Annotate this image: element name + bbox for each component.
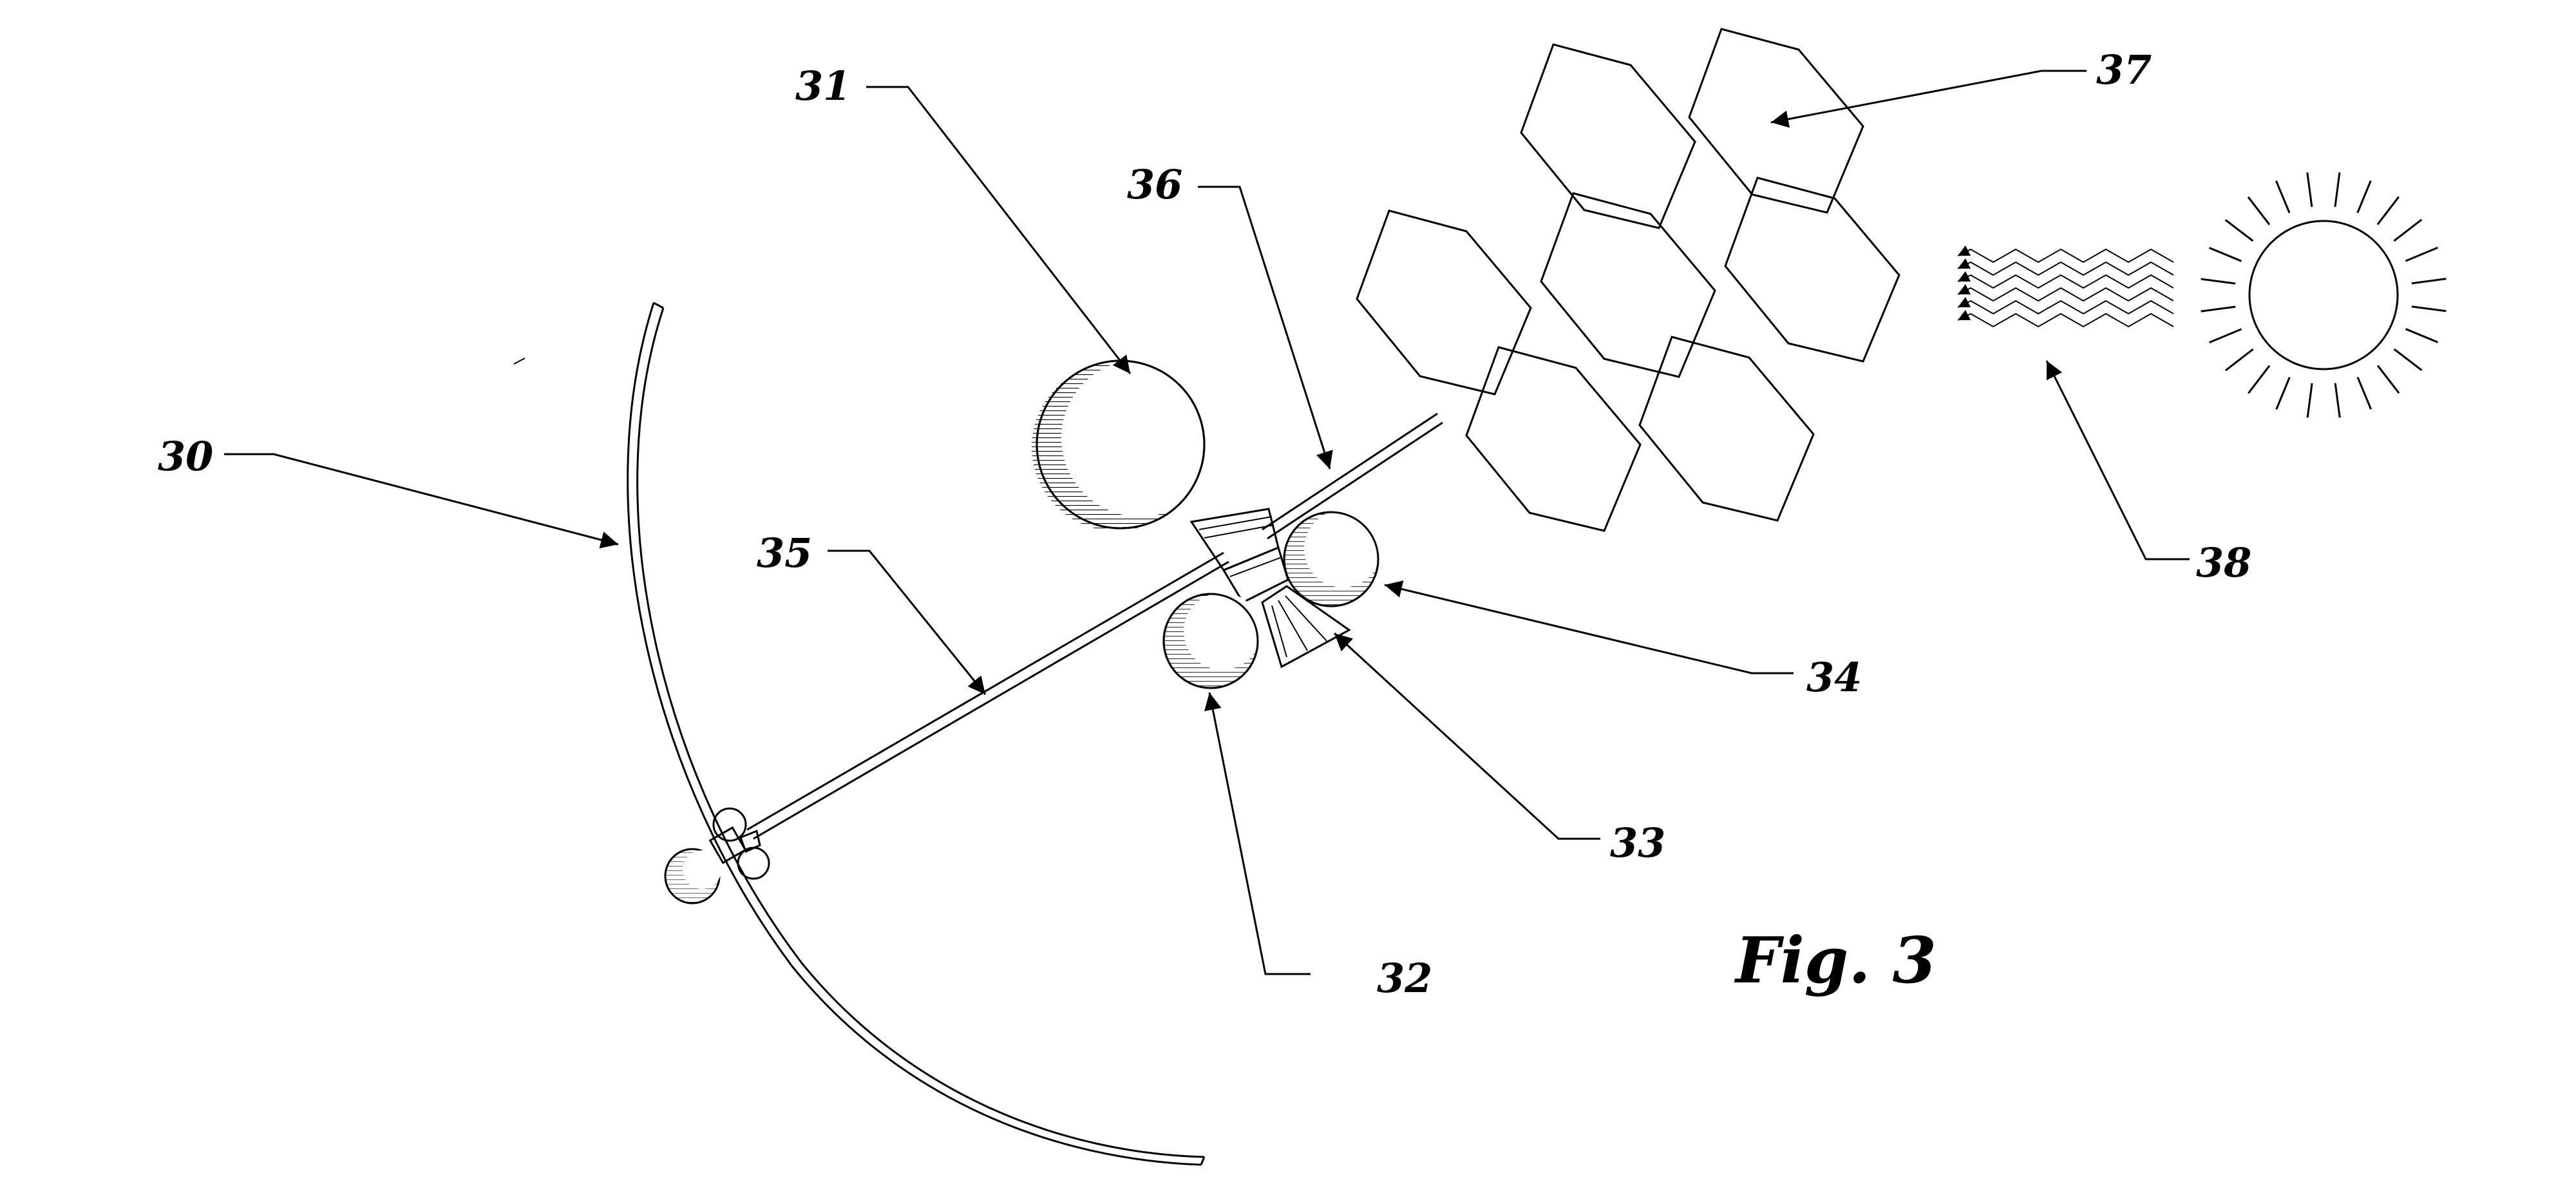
light-waves-38: [1958, 249, 2174, 327]
sun-ray: [2358, 181, 2371, 213]
sun-ray: [2276, 181, 2289, 213]
sphere-tank-34: [1284, 510, 1381, 606]
label-34: 34: [1806, 654, 1862, 701]
sun-ray: [2335, 383, 2340, 418]
leader-30: [224, 454, 618, 544]
sun-ray: [2412, 279, 2447, 283]
sun-ray: [2358, 377, 2371, 409]
leader-34: [1385, 585, 1794, 673]
sun-ray: [2226, 220, 2253, 241]
sun-ray: [2394, 349, 2422, 370]
label-32: 32: [1377, 955, 1432, 1002]
hex-mirror-37: [1357, 29, 1899, 531]
sun-ray: [2210, 329, 2242, 343]
sun-ray: [2277, 378, 2290, 410]
stray-mark: [514, 358, 525, 364]
label-31: 31: [795, 62, 851, 110]
sun-ray: [2201, 307, 2236, 311]
leader-32: [1209, 693, 1311, 974]
sun-ray: [2378, 197, 2399, 225]
label-33: 33: [1610, 819, 1665, 866]
sun-ray: [2248, 197, 2269, 225]
sun-ray: [2405, 247, 2438, 261]
sun-ray: [2307, 383, 2312, 418]
leader-33: [1334, 633, 1600, 839]
label-36: 36: [1127, 161, 1182, 208]
figure-label: Fig. 3: [1734, 924, 1937, 998]
label-35: 35: [757, 530, 812, 577]
sun-ray: [2412, 307, 2447, 311]
mirror-segment: [1466, 347, 1640, 531]
sun-ray: [2335, 173, 2340, 207]
sun-ray: [2226, 349, 2253, 370]
sun-ray: [2201, 279, 2236, 283]
mirror-segment: [1521, 44, 1695, 228]
leader-31: [866, 87, 1130, 374]
sphere-tank-31: [1030, 359, 1218, 541]
sun-ray: [2378, 365, 2399, 393]
reference-labels: 30 31 32 33 34 35 36 37 38 Fig. 3: [158, 46, 2251, 1002]
sun-icon: [2201, 173, 2447, 418]
leader-37: [1771, 71, 2087, 122]
leader-36: [1198, 187, 1330, 469]
label-37: 37: [2096, 46, 2152, 93]
label-38: 38: [2196, 539, 2251, 586]
sun-ray: [2210, 248, 2242, 262]
leader-38: [2047, 361, 2190, 559]
sun-ray: [2248, 366, 2269, 394]
sun-ray: [2307, 173, 2312, 207]
mirror-segment: [1357, 211, 1531, 394]
sphere-tank-32: [1164, 593, 1261, 688]
boom-35: [747, 553, 1229, 839]
mirror-segment: [1640, 337, 1814, 521]
mirror-segment: [1725, 178, 1899, 361]
label-30: 30: [158, 433, 213, 480]
sun-ray: [2406, 329, 2438, 343]
leader-35: [828, 551, 985, 694]
leader-lines: [224, 71, 2190, 974]
sun-ray: [2394, 220, 2421, 241]
